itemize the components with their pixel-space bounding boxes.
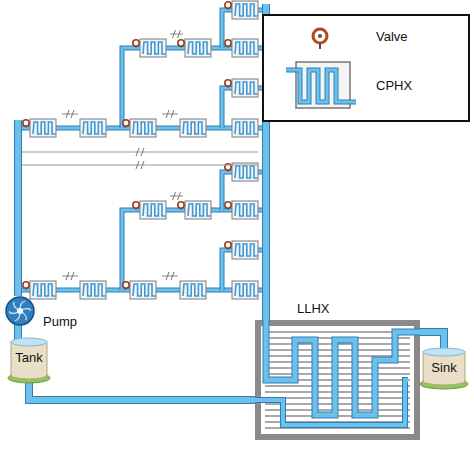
cphx-unit (232, 163, 258, 181)
pipe (255, 380, 408, 425)
pipe (418, 332, 444, 349)
node-label: Sink (420, 360, 468, 375)
cphx-unit (80, 281, 106, 299)
cphx-symbol (286, 56, 356, 114)
shape-outline (5, 296, 35, 326)
cphx-unit (130, 119, 156, 137)
pump: Pump (5, 296, 35, 326)
valve-symbol (178, 202, 184, 210)
pipe (15, 120, 21, 296)
valve-symbol (123, 120, 129, 128)
cphx-unit (232, 201, 258, 219)
valve-symbol (123, 282, 129, 290)
sink: Sink (420, 346, 468, 388)
continuation-line (170, 30, 183, 38)
continuation-line (22, 161, 258, 169)
cphx-unit (130, 281, 156, 299)
pipe (14, 324, 22, 340)
cphx-unit (140, 39, 166, 57)
continuation-line (170, 192, 183, 200)
valve-symbol (308, 26, 332, 50)
heat-exchanger: LLHX (255, 320, 420, 440)
cphx-unit (232, 119, 258, 137)
valve-symbol (225, 80, 231, 88)
cphx-unit (232, 281, 258, 299)
pipe (266, 320, 420, 415)
valve-symbol (23, 282, 29, 290)
valve-symbol (225, 2, 231, 10)
pipe (29, 380, 257, 400)
node-label: Pump (43, 314, 77, 329)
cphx-unit (30, 119, 56, 137)
continuation-line (62, 272, 78, 280)
cphx-unit (140, 201, 166, 219)
node-label: Tank (8, 350, 50, 365)
valve-symbol (23, 120, 29, 128)
pipe (15, 324, 21, 340)
pipe (266, 320, 420, 415)
pipe (122, 48, 266, 128)
valve-symbol (225, 202, 231, 210)
legend-row: Valve (264, 24, 468, 52)
cphx-unit (180, 119, 206, 137)
cphx-unit (232, 241, 258, 259)
cphx-unit (232, 79, 258, 97)
pipe-connector (418, 332, 444, 349)
pipe (122, 210, 266, 290)
cphx-unit (80, 119, 106, 137)
pipe (14, 120, 22, 296)
continuation-line (162, 272, 178, 280)
pipe (122, 48, 266, 128)
pipe-connector (29, 380, 257, 400)
tank: Tank (8, 336, 50, 382)
cphx-unit (185, 201, 211, 219)
cphx-unit (232, 39, 258, 57)
shape-outline (255, 320, 420, 440)
continuation-line (162, 110, 178, 118)
legend-box: ValveCPHX (262, 14, 470, 122)
cphx-unit (180, 281, 206, 299)
legend-label: Valve (376, 29, 408, 44)
valve-symbol (133, 40, 139, 48)
valve-symbol (225, 40, 231, 48)
continuation-line (22, 148, 258, 156)
cphx-unit (232, 1, 258, 19)
pipe (122, 210, 266, 290)
cphx-unit (30, 281, 56, 299)
continuation-line (62, 110, 78, 118)
pipe (255, 380, 408, 425)
pipe (29, 380, 257, 400)
valve-symbol (178, 40, 184, 48)
legend-label: CPHX (376, 78, 412, 93)
cphx-unit (185, 39, 211, 57)
valve-symbol (225, 242, 231, 250)
node-label: LLHX (297, 301, 330, 316)
pipe (418, 332, 444, 349)
legend-row: CPHX (264, 56, 468, 116)
pipe-connector (18, 324, 19, 340)
valve-symbol (133, 202, 139, 210)
